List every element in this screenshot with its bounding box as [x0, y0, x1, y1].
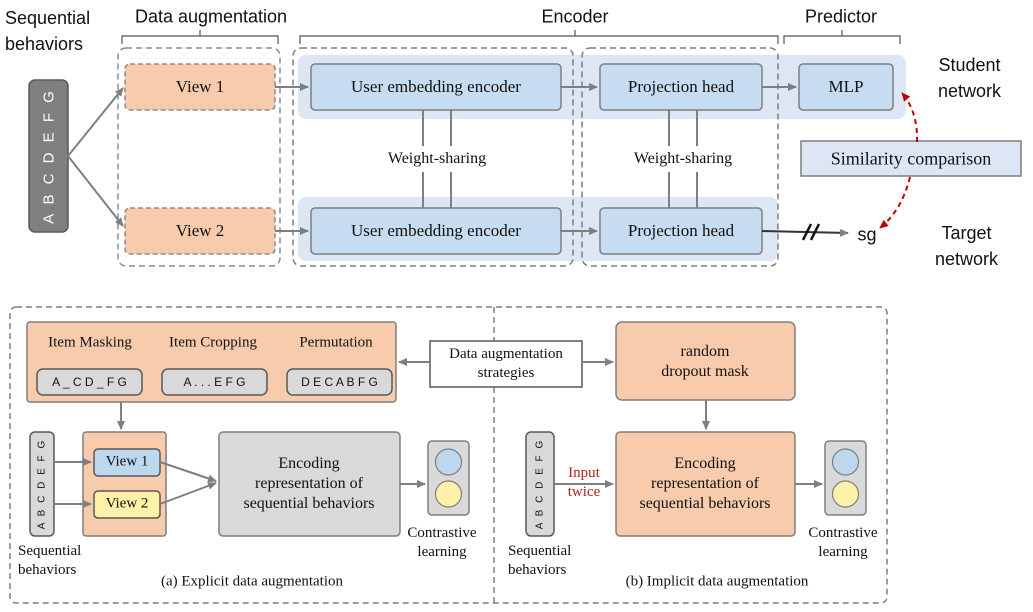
projection-top-label: Projection head	[627, 77, 735, 96]
strategies-line2: strategies	[477, 365, 535, 381]
arrow-projection-to-sg	[761, 228, 849, 237]
explicit-contrastive-blue	[434, 448, 463, 476]
explicit-seq-line2: behaviors	[18, 562, 77, 578]
explicit-encoding-line2: representation of	[255, 475, 363, 492]
augmentation-bracket	[121, 30, 279, 44]
explicit-encoding-line3: sequential behaviors	[243, 495, 375, 512]
implicit-contrastive-line2: learning	[818, 544, 868, 560]
implicit-seq-line2: behaviors	[508, 562, 567, 578]
strategies-label: Data augmentation strategies	[449, 345, 563, 383]
explicit-contrastive-label: Contrastive learning	[407, 524, 476, 562]
predictor-bracket	[783, 30, 901, 44]
explicit-view1-label: View 1	[105, 453, 149, 470]
seq-label-line2: behaviors	[5, 34, 84, 54]
encoder-label: Encoder	[541, 6, 609, 27]
permutation-seq-box	[286, 368, 393, 396]
stop-gradient-mark-1	[801, 223, 813, 241]
implicit-encoding-line3: sequential behaviors	[639, 495, 771, 512]
view1-label: View 1	[175, 77, 225, 96]
stop-gradient-mark-2	[809, 223, 821, 241]
dropout-line2: dropout mask	[661, 363, 749, 380]
projection-group	[581, 47, 779, 267]
weight-sharing-1-label: Weight-sharing	[383, 150, 491, 168]
sequential-behaviors-label: Sequential behaviors	[5, 5, 90, 57]
target-network-label: Target network	[935, 220, 998, 272]
explicit-view2-label: View 2	[105, 495, 149, 512]
explicit-seq-line1: Sequential	[18, 543, 82, 559]
item-masking-label: Item Masking	[48, 334, 132, 351]
masking-seq-box	[36, 368, 143, 396]
weight-sharing-2-label: Weight-sharing	[629, 150, 737, 168]
data-augmentation-label: Data augmentation	[134, 6, 288, 27]
target-line1: Target	[941, 223, 992, 243]
student-line2: network	[938, 81, 1002, 101]
explicit-encoding-label: Encoding representation of sequential be…	[243, 454, 374, 514]
explicit-contrastive-yellow	[434, 480, 463, 508]
strategies-line1: Data augmentation	[449, 346, 563, 362]
red-arrow-to-mlp	[901, 92, 919, 143]
mlp-label: MLP	[828, 77, 864, 96]
similarity-box	[800, 140, 1022, 177]
encoder-group	[292, 47, 574, 267]
predictor-label: Predictor	[804, 6, 878, 27]
implicit-contrastive-label: Contrastive learning	[808, 524, 877, 562]
encoder-bottom-label: User embedding encoder	[351, 221, 521, 240]
item-cropping-label: Item Cropping	[169, 334, 257, 351]
explicit-caption: (a) Explicit data augmentation	[160, 573, 344, 590]
implicit-sequence-text: A B C D E F G	[534, 438, 546, 530]
augmentation-group	[117, 47, 281, 267]
encoder-top-label: User embedding encoder	[351, 77, 521, 96]
implicit-encoding-line1: Encoding	[674, 455, 736, 472]
permutation-label: Permutation	[299, 334, 373, 351]
arrow-seq-to-view2	[67, 155, 124, 227]
strategies-box	[429, 340, 583, 388]
implicit-contrastive-line1: Contrastive	[808, 525, 878, 541]
implicit-sequential-behaviors-label: Sequential behaviors	[508, 542, 571, 580]
view1-box	[124, 63, 276, 111]
target-line2: network	[935, 249, 999, 269]
input-twice-line1: Input	[568, 465, 600, 481]
mlp-box	[798, 63, 894, 111]
input-twice-label: Input twice	[568, 464, 600, 502]
view2-box	[124, 207, 276, 255]
student-line1: Student	[938, 55, 1001, 75]
explicit-sequential-behaviors-label: Sequential behaviors	[18, 542, 81, 580]
explicit-contrastive-line1: Contrastive	[407, 525, 477, 541]
sg-label: sg	[857, 224, 877, 245]
view2-label: View 2	[175, 221, 225, 240]
item-cropping-seq: A . . . E F G	[183, 375, 246, 389]
implicit-contrastive-blue	[831, 448, 860, 476]
item-masking-seq: A _ C D _ F G	[52, 375, 127, 389]
implicit-contrastive-yellow	[831, 480, 860, 508]
input-twice-line2: twice	[567, 484, 601, 500]
dropout-label: random dropout mask	[661, 342, 749, 382]
seq-label-line1: Sequential	[5, 8, 91, 28]
explicit-sequence-text: A B C D E F G	[36, 438, 48, 530]
projection-bottom-label: Projection head	[627, 221, 735, 240]
explicit-view2-box	[93, 490, 161, 519]
explicit-views-panel	[82, 431, 167, 537]
explicit-encoding-line1: Encoding	[278, 455, 340, 472]
implicit-caption: (b) Implicit data augmentation	[625, 573, 809, 590]
permutation-seq: D E C A B F G	[301, 375, 378, 389]
implicit-seq-line1: Sequential	[508, 543, 572, 559]
implicit-encoding-label: Encoding representation of sequential be…	[639, 454, 770, 514]
student-network-label: Student network	[938, 52, 1001, 104]
arrow-seq-to-view1	[67, 87, 124, 157]
dropout-line1: random	[680, 343, 730, 360]
similarity-comparison-label: Similarity comparison	[830, 148, 992, 169]
explicit-sequence-box	[29, 431, 55, 537]
implicit-encoding-line2: representation of	[651, 475, 759, 492]
encoder-bracket	[299, 30, 779, 44]
cropping-seq-box	[161, 368, 268, 396]
arrow-view1-to-encoding	[159, 461, 217, 483]
arrow-view2-to-encoding	[159, 482, 217, 505]
red-arrow-to-sg	[879, 176, 911, 229]
explicit-contrastive-line2: learning	[417, 544, 467, 560]
sequence-top-text: A B C D E F G	[40, 88, 57, 224]
bottom-frame	[9, 306, 888, 604]
